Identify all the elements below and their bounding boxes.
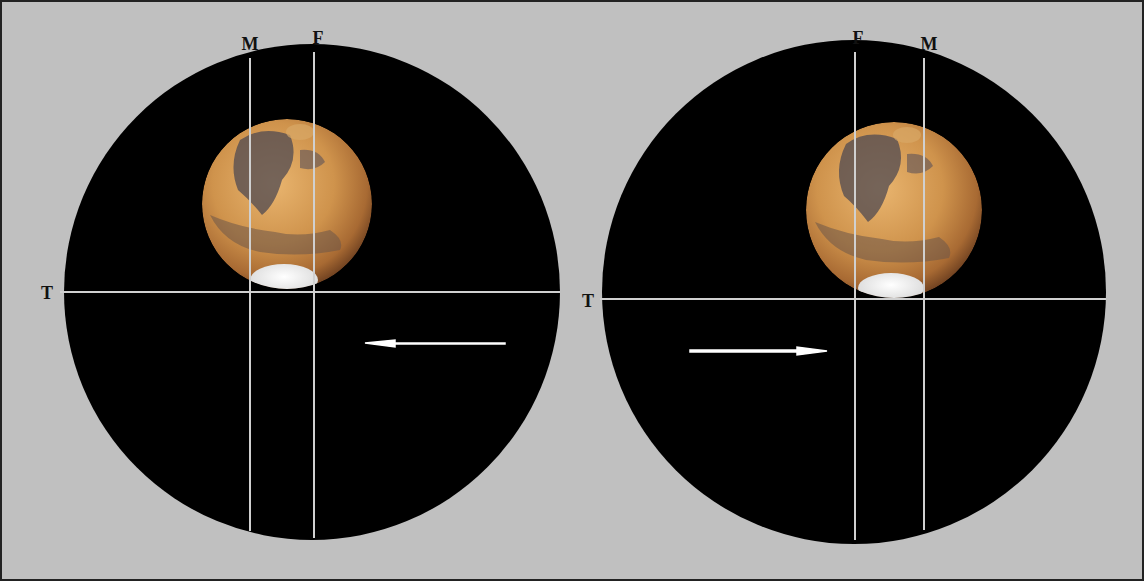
crosshair-label: M bbox=[921, 35, 938, 53]
motion-arrow bbox=[690, 347, 827, 355]
crosshair-m bbox=[249, 58, 251, 531]
mars-planet bbox=[202, 119, 372, 296]
eyepiece-field bbox=[602, 40, 1106, 544]
crosshair-label: T bbox=[41, 284, 53, 302]
crosshair-m bbox=[923, 58, 925, 530]
crosshair-f bbox=[854, 52, 856, 540]
crosshair-label: F bbox=[313, 29, 324, 47]
crosshair-t bbox=[600, 298, 1106, 300]
crosshair-label: F bbox=[853, 29, 864, 47]
crosshair-t bbox=[60, 291, 560, 293]
mars-planet bbox=[806, 122, 982, 303]
crosshair-label: M bbox=[242, 35, 259, 53]
crosshair-f bbox=[313, 52, 315, 538]
motion-arrow bbox=[365, 340, 505, 347]
crosshair-label: T bbox=[582, 292, 594, 310]
